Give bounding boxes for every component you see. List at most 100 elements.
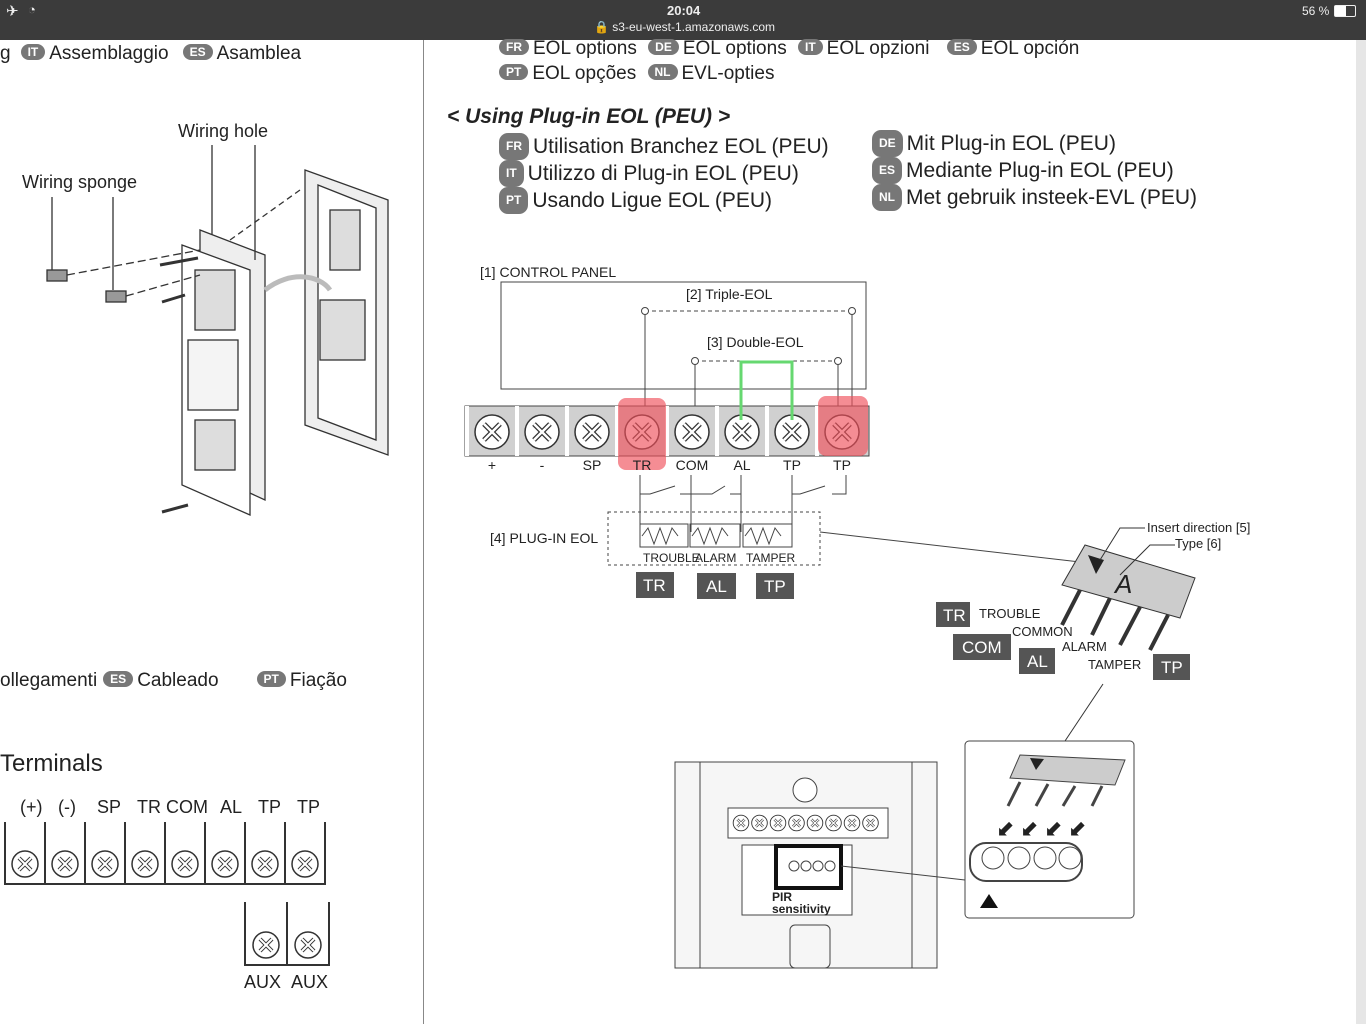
svg-text:⬋: ⬋ xyxy=(996,816,1014,841)
svg-text:⬋: ⬋ xyxy=(1068,816,1086,841)
screw-icon xyxy=(210,849,240,879)
screw-icon xyxy=(843,814,861,833)
status-bar: ✈ ◔ 20:04 🔒 s3-eu-west-1.amazonaws.com 5… xyxy=(0,0,1366,40)
screw-icon xyxy=(90,849,120,879)
wiring-pt: Fiação xyxy=(289,670,347,691)
terminal-label: (-) xyxy=(58,797,76,817)
lang-badge: ES xyxy=(872,157,903,184)
resistor-label: ALARM xyxy=(695,551,736,565)
assembly-prefix: g xyxy=(0,43,11,64)
terminal-label: (+) xyxy=(20,797,43,817)
pin-label: ALARM xyxy=(1062,639,1107,654)
wiring-sponge-label: Wiring sponge xyxy=(22,172,138,192)
plug-in-eol-label: [4] PLUG-IN EOL xyxy=(490,530,598,546)
url-bar[interactable]: 🔒 s3-eu-west-1.amazonaws.com xyxy=(594,20,776,34)
terminal-label: AL xyxy=(220,797,242,817)
terminal-label: TP xyxy=(258,797,281,817)
battery-level: 56 % xyxy=(1302,4,1330,18)
lang-badge: IT xyxy=(499,160,524,187)
lang-badge: PT xyxy=(499,187,529,214)
aux-label: AUX xyxy=(291,972,328,992)
screw-icon xyxy=(525,415,559,449)
pin-code: AL xyxy=(1027,652,1048,671)
pin-label: TROUBLE xyxy=(979,606,1041,621)
screw-icon xyxy=(575,415,609,449)
translation-de: Mit Plug-in EOL (PEU) xyxy=(906,132,1116,155)
control-panel-label: [1] CONTROL PANEL xyxy=(480,264,616,280)
lang-badge: DE xyxy=(648,39,679,55)
pin-code: TR xyxy=(943,606,966,625)
sensitivity-label: sensitivity xyxy=(772,902,831,916)
terminals-title: Terminals xyxy=(0,750,103,777)
device-assembly-drawing xyxy=(46,145,389,516)
pin-label: TAMPER xyxy=(1088,657,1141,672)
translation-es: Mediante Plug-in EOL (PEU) xyxy=(906,159,1174,182)
eol-fr: EOL options xyxy=(533,38,637,59)
insert-direction-label: Insert direction [5] xyxy=(1147,520,1250,535)
eol-pt: EOL opções xyxy=(532,63,637,84)
pin-label: COMMON xyxy=(1012,624,1073,639)
code-box: TP xyxy=(764,577,786,596)
screw-icon xyxy=(293,930,323,960)
screw-icon xyxy=(290,849,320,879)
terminal-label: SP xyxy=(583,457,602,473)
scrollbar[interactable] xyxy=(1356,40,1366,1024)
lang-badge: IT xyxy=(797,39,823,55)
double-eol-label: [3] Double-EOL xyxy=(707,334,804,350)
url-text: s3-eu-west-1.amazonaws.com xyxy=(612,20,776,34)
wiring-prefix: ollegamenti xyxy=(0,670,98,691)
screw-icon xyxy=(10,849,40,879)
green-jumper xyxy=(739,360,794,420)
terminal-label: TP xyxy=(297,797,320,817)
screw-icon xyxy=(130,849,160,879)
code-box: TR xyxy=(643,576,666,595)
screw-icon xyxy=(806,814,825,833)
screw-icon xyxy=(725,415,759,449)
terminal-label: + xyxy=(488,457,496,473)
lang-badge: IT xyxy=(20,44,46,60)
airplane-icon: ✈ xyxy=(6,3,19,20)
chip-type-letter: A xyxy=(1113,569,1132,599)
eol-wiring-diagram: [1] CONTROL PANEL [2] Triple-EOL [3] Dou… xyxy=(464,264,1081,599)
detector-illustration: PIR sensitivity ⬋⬋⬋⬋ xyxy=(674,740,1135,969)
screw-icon xyxy=(250,849,280,879)
lang-badge: FR xyxy=(499,39,529,55)
screw-icon xyxy=(251,930,281,960)
terminal-slot xyxy=(284,822,326,885)
pin-code: TP xyxy=(1161,658,1183,677)
screw-icon xyxy=(475,415,509,449)
plug-in-eol-chip: A Insert direction [5] Type [6] TR TROUB… xyxy=(936,520,1250,742)
translation-nl: Met gebruik insteek-EVL (PEU) xyxy=(906,186,1197,209)
terminal-label: COM xyxy=(676,457,709,473)
terminal-block-left: (+) (-) SP TR COM AL TP TP AUX AUX xyxy=(4,797,330,992)
aux-label: AUX xyxy=(244,972,281,992)
pir-label: PIR xyxy=(772,890,792,904)
screw-icon xyxy=(787,814,806,833)
terminal-label: - xyxy=(540,457,545,473)
screw-icon xyxy=(732,814,750,833)
eol-nl: EVL-opties xyxy=(681,63,775,84)
translation-pt: Usando Ligue EOL (PEU) xyxy=(532,189,773,212)
clock: 20:04 xyxy=(667,3,701,18)
terminal-label: TP xyxy=(833,457,851,473)
assembly-it: Assemblaggio xyxy=(49,43,169,64)
terminal-label: COM xyxy=(166,797,208,817)
lang-badge: FR xyxy=(499,133,529,160)
assembly-es: Asamblea xyxy=(216,43,302,64)
aux-slot xyxy=(286,902,330,966)
terminal-label: TR xyxy=(137,797,161,817)
terminal-label: TP xyxy=(783,457,801,473)
triple-eol-label: [2] Triple-EOL xyxy=(686,286,773,302)
eol-es: EOL opción xyxy=(980,38,1080,59)
translation-it: Utilizzo di Plug-in EOL (PEU) xyxy=(527,162,799,185)
lang-badge: PT xyxy=(256,671,286,687)
lang-badge: ES xyxy=(182,44,213,60)
code-box: AL xyxy=(706,577,727,596)
svg-text:⬋: ⬋ xyxy=(1020,816,1038,841)
